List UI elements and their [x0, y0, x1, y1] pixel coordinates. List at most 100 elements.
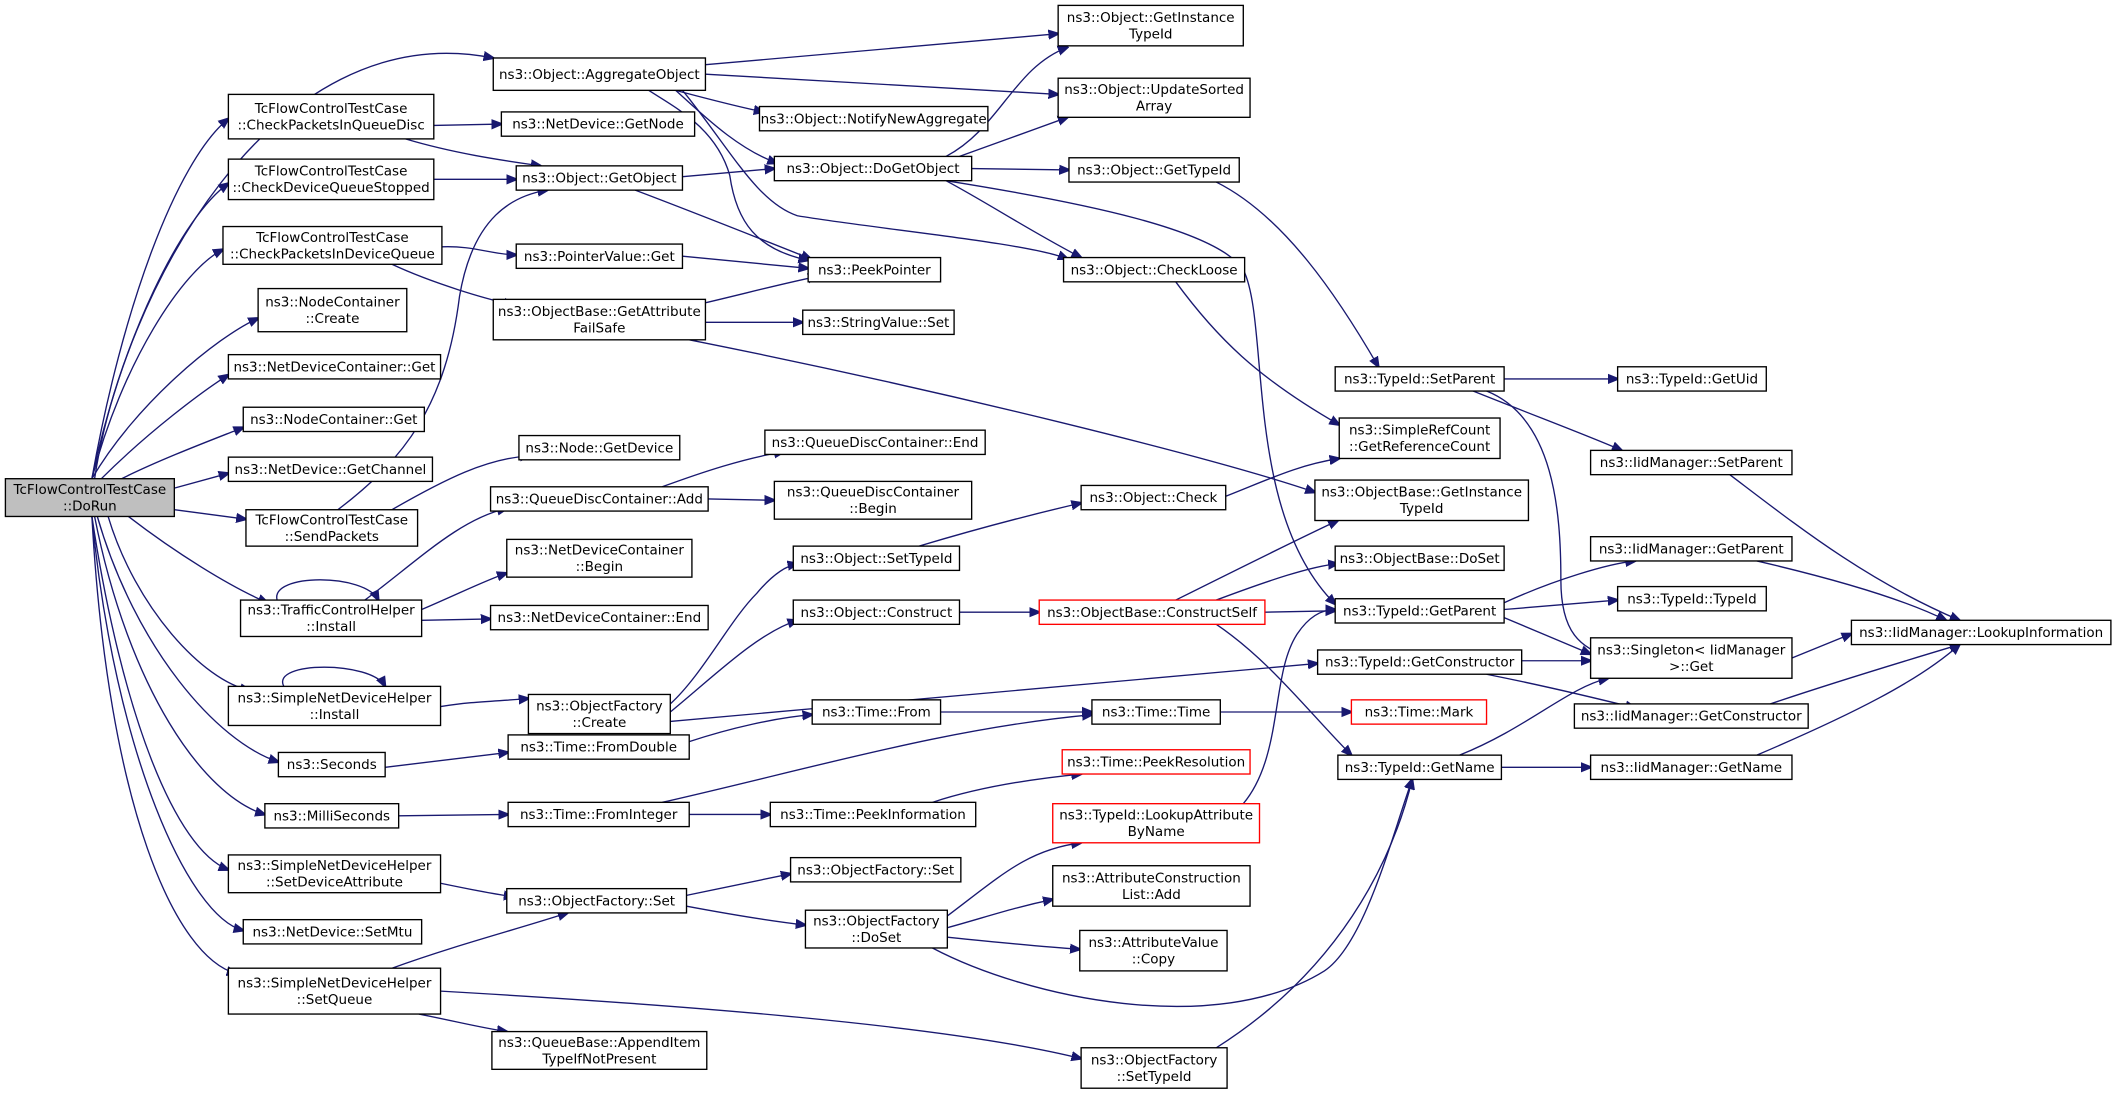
node-qdcAdd[interactable]: ns3::QueueDiscContainer::Add	[489, 486, 709, 512]
node-box-avCopy	[1079, 929, 1228, 972]
node-label-nodeGetDevice-0: ns3::Node::GetDevice	[525, 440, 673, 456]
node-box-objGetTypeId	[1068, 157, 1240, 183]
node-box-checkLoose	[1062, 256, 1246, 283]
edge-timeFromDouble-to-timeFrom	[689, 715, 812, 742]
node-tidGetUid[interactable]: ns3::TypeId::GetUid	[1616, 366, 1767, 392]
node-qbAppend[interactable]: ns3::QueueBase::AppendItemTypeIfNotPrese…	[491, 1030, 708, 1071]
node-timeFromInteger[interactable]: ns3::Time::FromInteger	[507, 801, 690, 828]
node-timeFromDouble[interactable]: ns3::Time::FromDouble	[507, 734, 690, 760]
node-sndhSetQueue[interactable]: ns3::SimpleNetDeviceHelper::SetQueue	[227, 967, 442, 1015]
node-notifyNewAgg[interactable]: ns3::Object::NotifyNewAggregate	[758, 105, 989, 132]
node-ndGetNode[interactable]: ns3::NetDevice::GetNode	[500, 111, 696, 137]
node-checkLoose[interactable]: ns3::Object::CheckLoose	[1062, 256, 1246, 283]
node-iidGetParent[interactable]: ns3::IidManager::GetParent	[1589, 536, 1793, 562]
edge-ofCreate-to-objConstruct	[670, 620, 797, 712]
node-sndhInstall[interactable]: ns3::SimpleNetDeviceHelper::Install	[227, 685, 442, 727]
node-iidGetConstructor[interactable]: ns3::IidManager::GetConstructor	[1573, 703, 1809, 729]
node-ofCreate[interactable]: ns3::ObjectFactory::Create	[527, 693, 671, 735]
node-nodeGetDevice[interactable]: ns3::Node::GetDevice	[518, 434, 681, 461]
node-ndGetChannel[interactable]: ns3::NetDevice::GetChannel	[227, 456, 434, 483]
node-objSetTypeId[interactable]: ns3::Object::SetTypeId	[792, 545, 961, 572]
node-objCheck[interactable]: ns3::Object::Check	[1080, 484, 1227, 511]
node-srcGetRefCount[interactable]: ns3::SimpleRefCount::GetReferenceCount	[1338, 417, 1501, 460]
node-tidTypeId[interactable]: ns3::TypeId::TypeId	[1616, 585, 1767, 612]
node-sendPackets[interactable]: TcFlowControlTestCase::SendPackets	[245, 509, 419, 547]
node-label-ofSet-0: ns3::ObjectFactory::Set	[518, 893, 675, 909]
node-label-ofSetTypeId-1: ::SetTypeId	[1117, 1069, 1192, 1085]
node-objGetTypeId[interactable]: ns3::Object::GetTypeId	[1068, 157, 1240, 183]
node-ndcBegin[interactable]: ns3::NetDeviceContainer::Begin	[506, 538, 693, 578]
node-ndcEnd[interactable]: ns3::NetDeviceContainer::End	[489, 604, 709, 631]
node-ncGet[interactable]: ns3::NodeContainer::Get	[242, 406, 426, 433]
edge-ofSetTypeId-to-tidGetName	[1216, 779, 1412, 1047]
node-objConstruct[interactable]: ns3::Object::Construct	[792, 599, 961, 626]
node-tidGetParent[interactable]: ns3::TypeId::GetParent	[1334, 598, 1505, 624]
node-root[interactable]: TcFlowControlTestCase::DoRun	[4, 478, 176, 518]
node-seconds[interactable]: ns3::Seconds	[277, 751, 386, 778]
node-svSet[interactable]: ns3::StringValue::Set	[802, 309, 955, 336]
node-checkPktQD[interactable]: TcFlowControlTestCase::CheckPacketsInQue…	[227, 93, 435, 140]
node-ofSet2[interactable]: ns3::ObjectFactory::Set	[789, 856, 962, 883]
node-timeFrom[interactable]: ns3::Time::From	[811, 699, 942, 725]
edge-tidGetParent-to-singletonGet	[1504, 618, 1590, 654]
node-box-srcGetRefCount	[1338, 417, 1501, 460]
node-tchInstall[interactable]: ns3::TrafficControlHelper::Install	[239, 599, 423, 638]
node-getObject[interactable]: ns3::Object::GetObject	[515, 165, 684, 191]
edge-root-to-ndcGet	[101, 375, 228, 479]
node-qdcEnd[interactable]: ns3::QueueDiscContainer::End	[764, 429, 986, 456]
node-ndSetMtu[interactable]: ns3::NetDevice::SetMtu	[242, 918, 423, 945]
node-label-singletonGet-1: >::Get	[1669, 659, 1713, 675]
node-label-obGetAttrFS-0: ns3::ObjectBase::GetAttribute	[498, 304, 701, 320]
node-iidLookupInfo[interactable]: ns3::IidManager::LookupInformation	[1850, 619, 2112, 646]
node-obDoSet[interactable]: ns3::ObjectBase::DoSet	[1334, 545, 1505, 572]
node-box-doGetObject	[773, 155, 973, 182]
node-aggregate[interactable]: ns3::Object::AggregateObject	[492, 57, 707, 92]
node-obConstructSelf[interactable]: ns3::ObjectBase::ConstructSelf	[1038, 599, 1266, 626]
node-box-acListAdd	[1052, 865, 1251, 907]
node-tidSetParent[interactable]: ns3::TypeId::SetParent	[1334, 366, 1505, 392]
node-ofSetTypeId[interactable]: ns3::ObjectFactory::SetTypeId	[1080, 1047, 1228, 1089]
node-milliSeconds[interactable]: ns3::MilliSeconds	[264, 803, 400, 829]
node-peekPointer[interactable]: ns3::PeekPointer	[807, 256, 942, 283]
edge-ofDoSet-to-avCopy	[947, 937, 1079, 949]
node-checkPktDQ[interactable]: TcFlowControlTestCase::CheckPacketsInDev…	[222, 225, 443, 265]
node-timeTime[interactable]: ns3::Time::Time	[1091, 699, 1221, 725]
node-timePeekInfo[interactable]: ns3::Time::PeekInformation	[769, 801, 977, 828]
edge-tidSetParent-to-iidSetParent	[1473, 391, 1622, 450]
node-checkDevQS[interactable]: TcFlowControlTestCase::CheckDeviceQueueS…	[227, 158, 435, 201]
node-label-checkDevQS-0: TcFlowControlTestCase	[254, 164, 408, 180]
node-box-ndcBegin	[506, 538, 693, 578]
node-ndcGet[interactable]: ns3::NetDeviceContainer::Get	[227, 353, 442, 380]
node-avCopy[interactable]: ns3::AttributeValue::Copy	[1079, 929, 1228, 972]
node-timePeekRes[interactable]: ns3::Time::PeekResolution	[1061, 749, 1251, 775]
edge-sndhSetQueue-to-ofSet	[392, 913, 568, 968]
node-ncCreate[interactable]: ns3::NodeContainer::Create	[257, 287, 408, 333]
node-qdcBegin[interactable]: ns3::QueueDiscContainer::Begin	[773, 480, 973, 520]
node-ofDoSet[interactable]: ns3::ObjectFactory::DoSet	[804, 909, 949, 949]
node-label-tidGetUid-0: ns3::TypeId::GetUid	[1626, 372, 1758, 388]
node-label-notifyNewAgg-0: ns3::Object::NotifyNewAggregate	[761, 111, 987, 127]
node-pvGet[interactable]: ns3::PointerValue::Get	[515, 243, 684, 270]
node-label-updateSorted-1: Array	[1136, 99, 1172, 115]
node-iidGetName[interactable]: ns3::IidManager::GetName	[1589, 754, 1793, 781]
node-ofSet[interactable]: ns3::ObjectFactory::Set	[506, 887, 688, 914]
node-label-sndhInstall-1: ::Install	[310, 707, 360, 723]
node-singletonGet[interactable]: ns3::Singleton< IidManager >::Get	[1589, 637, 1793, 679]
node-iidSetParent[interactable]: ns3::IidManager::SetParent	[1589, 449, 1793, 476]
node-label-tidGetConstructor-0: ns3::TypeId::GetConstructor	[1325, 655, 1515, 671]
node-label-ndcEnd-0: ns3::NetDeviceContainer::End	[498, 610, 702, 626]
node-tidGetName[interactable]: ns3::TypeId::GetName	[1337, 754, 1503, 781]
edge-qdcAdd-to-qdcBegin	[708, 499, 774, 500]
node-tidGetConstructor[interactable]: ns3::TypeId::GetConstructor	[1316, 649, 1523, 675]
node-timeMark[interactable]: ns3::Time::Mark	[1350, 699, 1488, 725]
node-sndhSetDevAttr[interactable]: ns3::SimpleNetDeviceHelper::SetDeviceAtt…	[227, 854, 442, 894]
node-label-sndhSetDevAttr-0: ns3::SimpleNetDeviceHelper	[238, 858, 432, 874]
node-doGetObject[interactable]: ns3::Object::DoGetObject	[773, 155, 973, 182]
node-box-ofCreate	[527, 693, 671, 735]
